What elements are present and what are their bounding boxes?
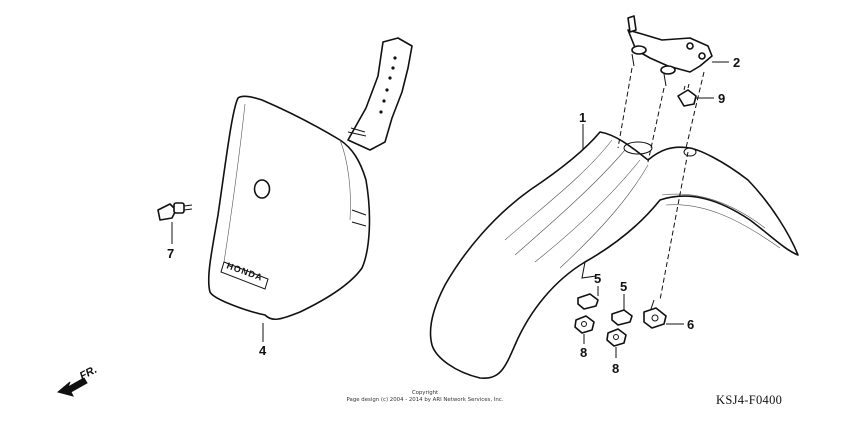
callout-2[interactable]: 2 [733,55,740,70]
collar-5-left[interactable] [577,293,599,310]
callout-5-left[interactable]: 5 [594,271,601,286]
bolt-7[interactable] [157,202,193,221]
copyright-line-2: Page design (c) 2004 - 2014 by ARI Netwo… [347,397,504,403]
callout-6[interactable]: 6 [687,317,694,332]
front-indicator-text: FR. [78,364,99,383]
nut-8-left[interactable] [574,315,595,334]
callout-7[interactable]: 7 [167,246,174,261]
nut-8-right[interactable] [606,328,627,347]
callout-5-right[interactable]: 5 [620,279,627,294]
fender-bracket[interactable] [627,15,713,87]
collar-5-right[interactable] [611,309,633,326]
copyright-line-1: Copyright [412,390,438,396]
callout-8-right[interactable]: 8 [612,361,619,376]
diagram-code: KSJ4-F0400 [716,393,782,407]
callout-9[interactable]: 9 [718,91,725,106]
front-direction-arrow: FR. [56,364,99,397]
front-fender[interactable] [429,131,799,379]
number-plate[interactable]: HONDA [207,37,413,321]
bolt-9[interactable] [677,83,697,107]
callout-8-left[interactable]: 8 [580,345,587,360]
callout-1[interactable]: 1 [579,110,586,125]
bolt-6[interactable] [643,299,667,329]
leader-lines [171,61,729,358]
callout-4[interactable]: 4 [259,343,267,358]
